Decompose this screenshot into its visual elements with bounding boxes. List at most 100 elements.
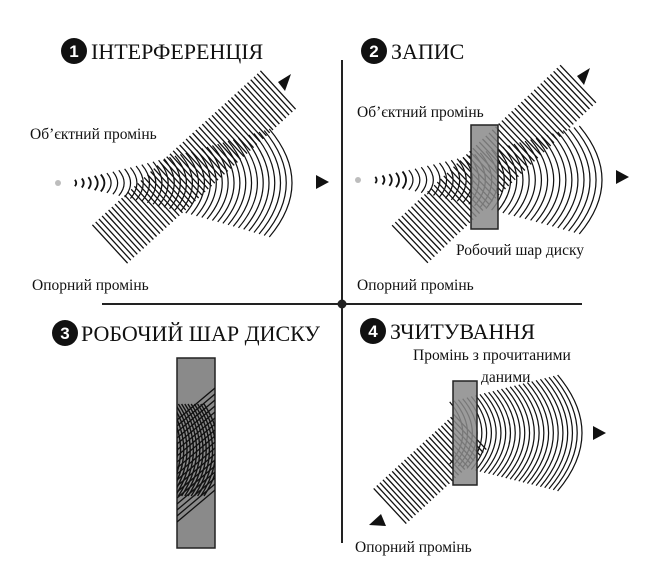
wavefront-line [163, 159, 200, 199]
data-beam-label-line2: даними [481, 369, 530, 386]
wavefront-arc [74, 179, 78, 187]
reference-beam-label-1: Опорний промінь [32, 277, 149, 294]
wavefront-line [427, 190, 464, 230]
wavefront-arc [211, 145, 229, 221]
wavefront-line [407, 456, 441, 493]
wavefront-arc [190, 151, 205, 215]
wavefront-line [177, 417, 215, 451]
wavefront-arc [548, 376, 574, 490]
wavefront-arc [81, 177, 85, 189]
wavefront-line [150, 171, 187, 211]
wavefront-arc [439, 162, 448, 198]
wavefront-line [177, 393, 215, 427]
wavefront-line [177, 489, 215, 523]
wavefront-line [430, 187, 468, 227]
wavefront-line [127, 191, 164, 232]
wavefront-arc [388, 173, 393, 187]
wavefront-arc [227, 140, 247, 226]
wavefront-arc [181, 403, 198, 497]
wavefront-arc [505, 387, 526, 479]
wavefront-line [169, 153, 206, 193]
panel-reading: 4 ЗЧИТУВАННЯ Промінь з прочитаними даним… [355, 318, 606, 556]
interference-pattern [159, 387, 215, 523]
wavefront-arc [573, 127, 597, 233]
wavefront-line [410, 453, 444, 490]
object-beam-wavefronts-2 [374, 125, 603, 235]
wavefront-line [153, 168, 190, 208]
wavefront-line [177, 477, 215, 511]
wavefront-line [234, 94, 271, 134]
wavefront-line [124, 194, 161, 235]
reference-direction-arrow-icon-4 [369, 514, 386, 526]
wavefront-arc [541, 136, 561, 224]
panel-3-title: РОБОЧИЙ ШАР ДИСКУ [81, 321, 320, 346]
wavefront-line [379, 482, 413, 519]
wavefront-arc [177, 425, 182, 475]
panel-1-title: ІНТЕРФЕРЕНЦІЯ [91, 39, 264, 64]
wavefront-line [177, 441, 215, 475]
wavefront-arc [217, 143, 235, 223]
wavefront-line [517, 104, 555, 144]
wavefront-line [156, 165, 193, 205]
wavefront-line [511, 110, 548, 150]
wavefront-line [247, 82, 284, 122]
wavefront-arc [238, 137, 258, 229]
wavefront-line [188, 135, 225, 175]
wavefront-line [108, 209, 145, 249]
wavefront-line [159, 162, 196, 202]
wavefront-line [411, 206, 448, 245]
wavefront-arc [159, 404, 174, 496]
wavefront-arc [381, 174, 386, 186]
wavefront-line [419, 445, 453, 482]
panel-2-heading: 2 ЗАПИС [361, 38, 464, 64]
reference-direction-arrow-icon-2 [577, 68, 590, 85]
wavefront-line [143, 176, 180, 217]
wavefront-line [177, 411, 215, 445]
wavefront-line [540, 83, 577, 122]
wavefront-line [401, 215, 439, 255]
wavefront-arc [496, 389, 516, 477]
wavefront-arc [546, 134, 567, 226]
wavefront-line [259, 70, 297, 110]
wavefront-line [400, 462, 435, 499]
wavefront-line [559, 64, 597, 104]
wavefront-arc [420, 166, 428, 194]
wavefront-line [177, 399, 215, 433]
wavefront-line [553, 70, 590, 110]
wavefront-line [382, 479, 416, 516]
step-number-1: 1 [69, 42, 78, 61]
disc-layer-4 [452, 380, 478, 486]
wavefront-arc [535, 380, 559, 486]
wavefront-line [404, 212, 442, 251]
wavefront-line [172, 150, 209, 190]
wavefront-arc [243, 136, 264, 230]
wavefront-line [230, 97, 267, 137]
reference-beam-label-4: Опорний промінь [355, 539, 472, 556]
wavefront-line [91, 224, 129, 264]
wavefront-arc [479, 394, 497, 472]
panel-recording: 2 ЗАПИС Об’єктний промінь Робочий шар ди… [355, 38, 629, 294]
wavefront-line [217, 108, 255, 149]
wavefront-line [237, 91, 274, 131]
data-beam-direction-arrow-icon-4 [593, 426, 606, 440]
wavefront-arc [522, 383, 545, 483]
wavefront-arc [539, 378, 564, 488]
panel-interference: 1 ІНТЕРФЕРЕНЦІЯ Об’єктний промінь Опорни… [30, 38, 329, 294]
wavefront-line [422, 442, 456, 479]
object-beam-label-2: Об’єктний промінь [357, 104, 484, 121]
wavefront-line [507, 113, 545, 153]
wavefront-line [243, 85, 280, 125]
wavefront-line [211, 114, 248, 155]
wavefront-line [495, 126, 532, 165]
panel-disc-layer: 3 РОБОЧИЙ ШАР ДИСКУ [52, 320, 320, 549]
wavefront-line [404, 459, 438, 496]
wavefront-arc [222, 142, 241, 224]
wavefront-arc [87, 176, 92, 190]
wavefront-line [177, 453, 215, 487]
wavefront-line [177, 459, 215, 493]
wavefront-line [192, 132, 229, 172]
wavefront-line [101, 215, 138, 255]
wavefront-line [543, 80, 581, 119]
wavefront-line [133, 185, 171, 226]
